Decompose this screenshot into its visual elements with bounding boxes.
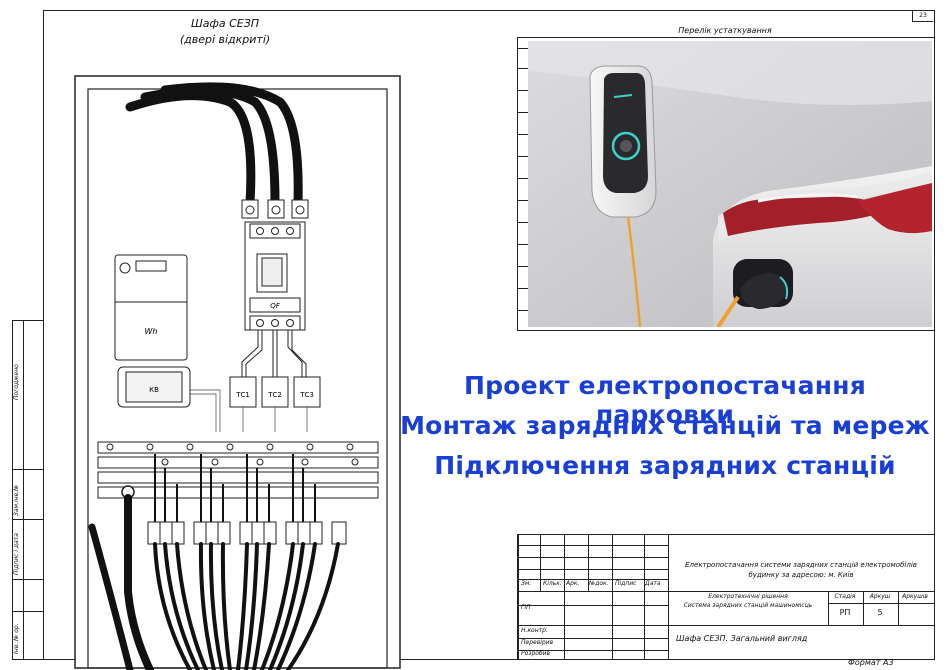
system-name: Система зарядних станцій машиномісць — [683, 602, 813, 609]
equipment-table — [517, 37, 935, 331]
stage-header: Стадія — [834, 593, 856, 600]
row-label-nkontr: Н.контр. — [521, 627, 548, 634]
cabinet-title: Шафа СЕЗП — [190, 17, 260, 30]
col-header-ark: Арк. — [566, 580, 580, 587]
side-stamp — [12, 320, 44, 660]
col-header-zm: Зм. — [521, 580, 532, 587]
side-stamp-approved: Погоджено — [13, 364, 20, 400]
title-block — [517, 534, 934, 659]
title-line-2: Монтаж зарядних станцій та мереж — [400, 411, 930, 440]
kv-label: КВ — [149, 386, 159, 394]
side-stamp-signature-date: Підпис і дата — [13, 533, 20, 575]
format-label: Формат А3 — [848, 658, 894, 667]
charger-photo — [528, 41, 932, 327]
sheets-header: Аркушів — [902, 593, 928, 600]
side-stamp-orig-inv: Інв. № ор. — [13, 623, 20, 654]
row-label-developed: Розробив — [521, 650, 551, 657]
col-header-kilk: Кільк. — [543, 580, 562, 587]
ct-label-3: ТС3 — [299, 391, 314, 399]
stage-value: РП — [839, 608, 851, 617]
side-stamp-replace-inv: Зам.інв.№ — [13, 484, 20, 516]
row-label-gip: ГІП — [521, 604, 531, 611]
project-description: Електропостачання системи зарядних станц… — [685, 561, 917, 579]
equipment-title: Перелік устаткування — [678, 26, 772, 35]
breaker-label: QF — [270, 302, 281, 310]
cabinet-subtitle: (двері відкриті) — [179, 33, 271, 46]
col-header-doc: №док. — [589, 580, 609, 587]
title-line-1: Проект електропостачання парковки — [464, 371, 866, 429]
ct-label-1: ТС1 — [235, 391, 250, 399]
sheet-header: Аркуш — [869, 593, 891, 600]
meter-label: Wh — [145, 327, 158, 336]
sheet-value: 5 — [877, 608, 883, 617]
drawing-frame — [43, 10, 935, 660]
org-name: Електротехнічні рішення — [708, 593, 788, 600]
ct-label-2: ТС2 — [267, 391, 282, 399]
row-label-checked: Перевірив — [521, 639, 554, 646]
col-header-date: Дата — [645, 580, 661, 587]
col-header-sign: Підпис — [615, 580, 637, 587]
drawing-name: Шафа СЕЗП. Загальний вигляд — [676, 634, 808, 643]
cabinet-drawing: QF ТС1 ТС2 ТС3 Wh КВ — [74, 75, 401, 670]
sheet-number-box: 23 — [912, 11, 933, 22]
title-line-3: Підключення зарядних станцій — [434, 451, 896, 480]
